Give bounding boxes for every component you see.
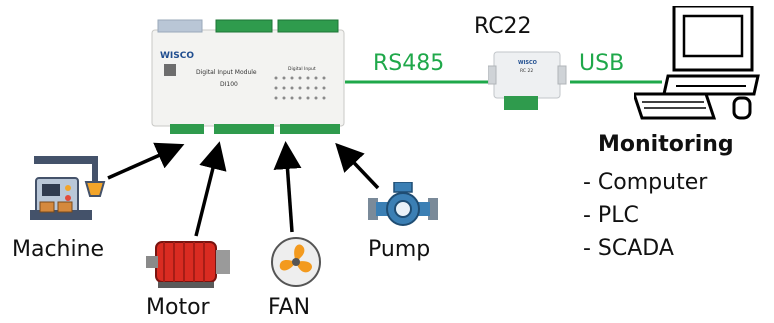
converter-model: RC 22 [520,68,533,74]
converter-brand: WISCO [518,60,537,66]
pump-icon [368,182,438,226]
usb-label: USB [579,51,625,76]
fan-icon [271,237,321,287]
arrow-pump [335,142,380,190]
pump-label: Pump [368,237,431,262]
monitoring-title: Monitoring [598,132,734,157]
rc22-converter: WISCO RC 22 [488,51,567,110]
arrow-fan [273,141,302,233]
monitoring-item: - Computer [583,170,708,195]
computer-icon [634,6,760,120]
motor-label: Motor [146,295,210,320]
machine-icon [30,156,106,220]
monitoring-item: - PLC [583,203,639,228]
module-panel-title: Digital Input [288,66,316,72]
arrow-motor [194,141,227,237]
module-name: Digital Input Module [196,69,257,76]
arrow-machine [107,142,185,180]
fan-label: FAN [268,295,311,320]
machine-label: Machine [12,237,105,262]
converter-label: RC22 [474,14,532,39]
digital-input-module: WISCO Digital Input Module DI100 Digital… [151,19,345,134]
monitoring-item: - SCADA [583,236,674,261]
motor-icon [146,241,230,288]
rs485-label: RS485 [373,51,445,76]
module-model: DI100 [220,81,238,88]
module-brand: WISCO [160,51,194,61]
